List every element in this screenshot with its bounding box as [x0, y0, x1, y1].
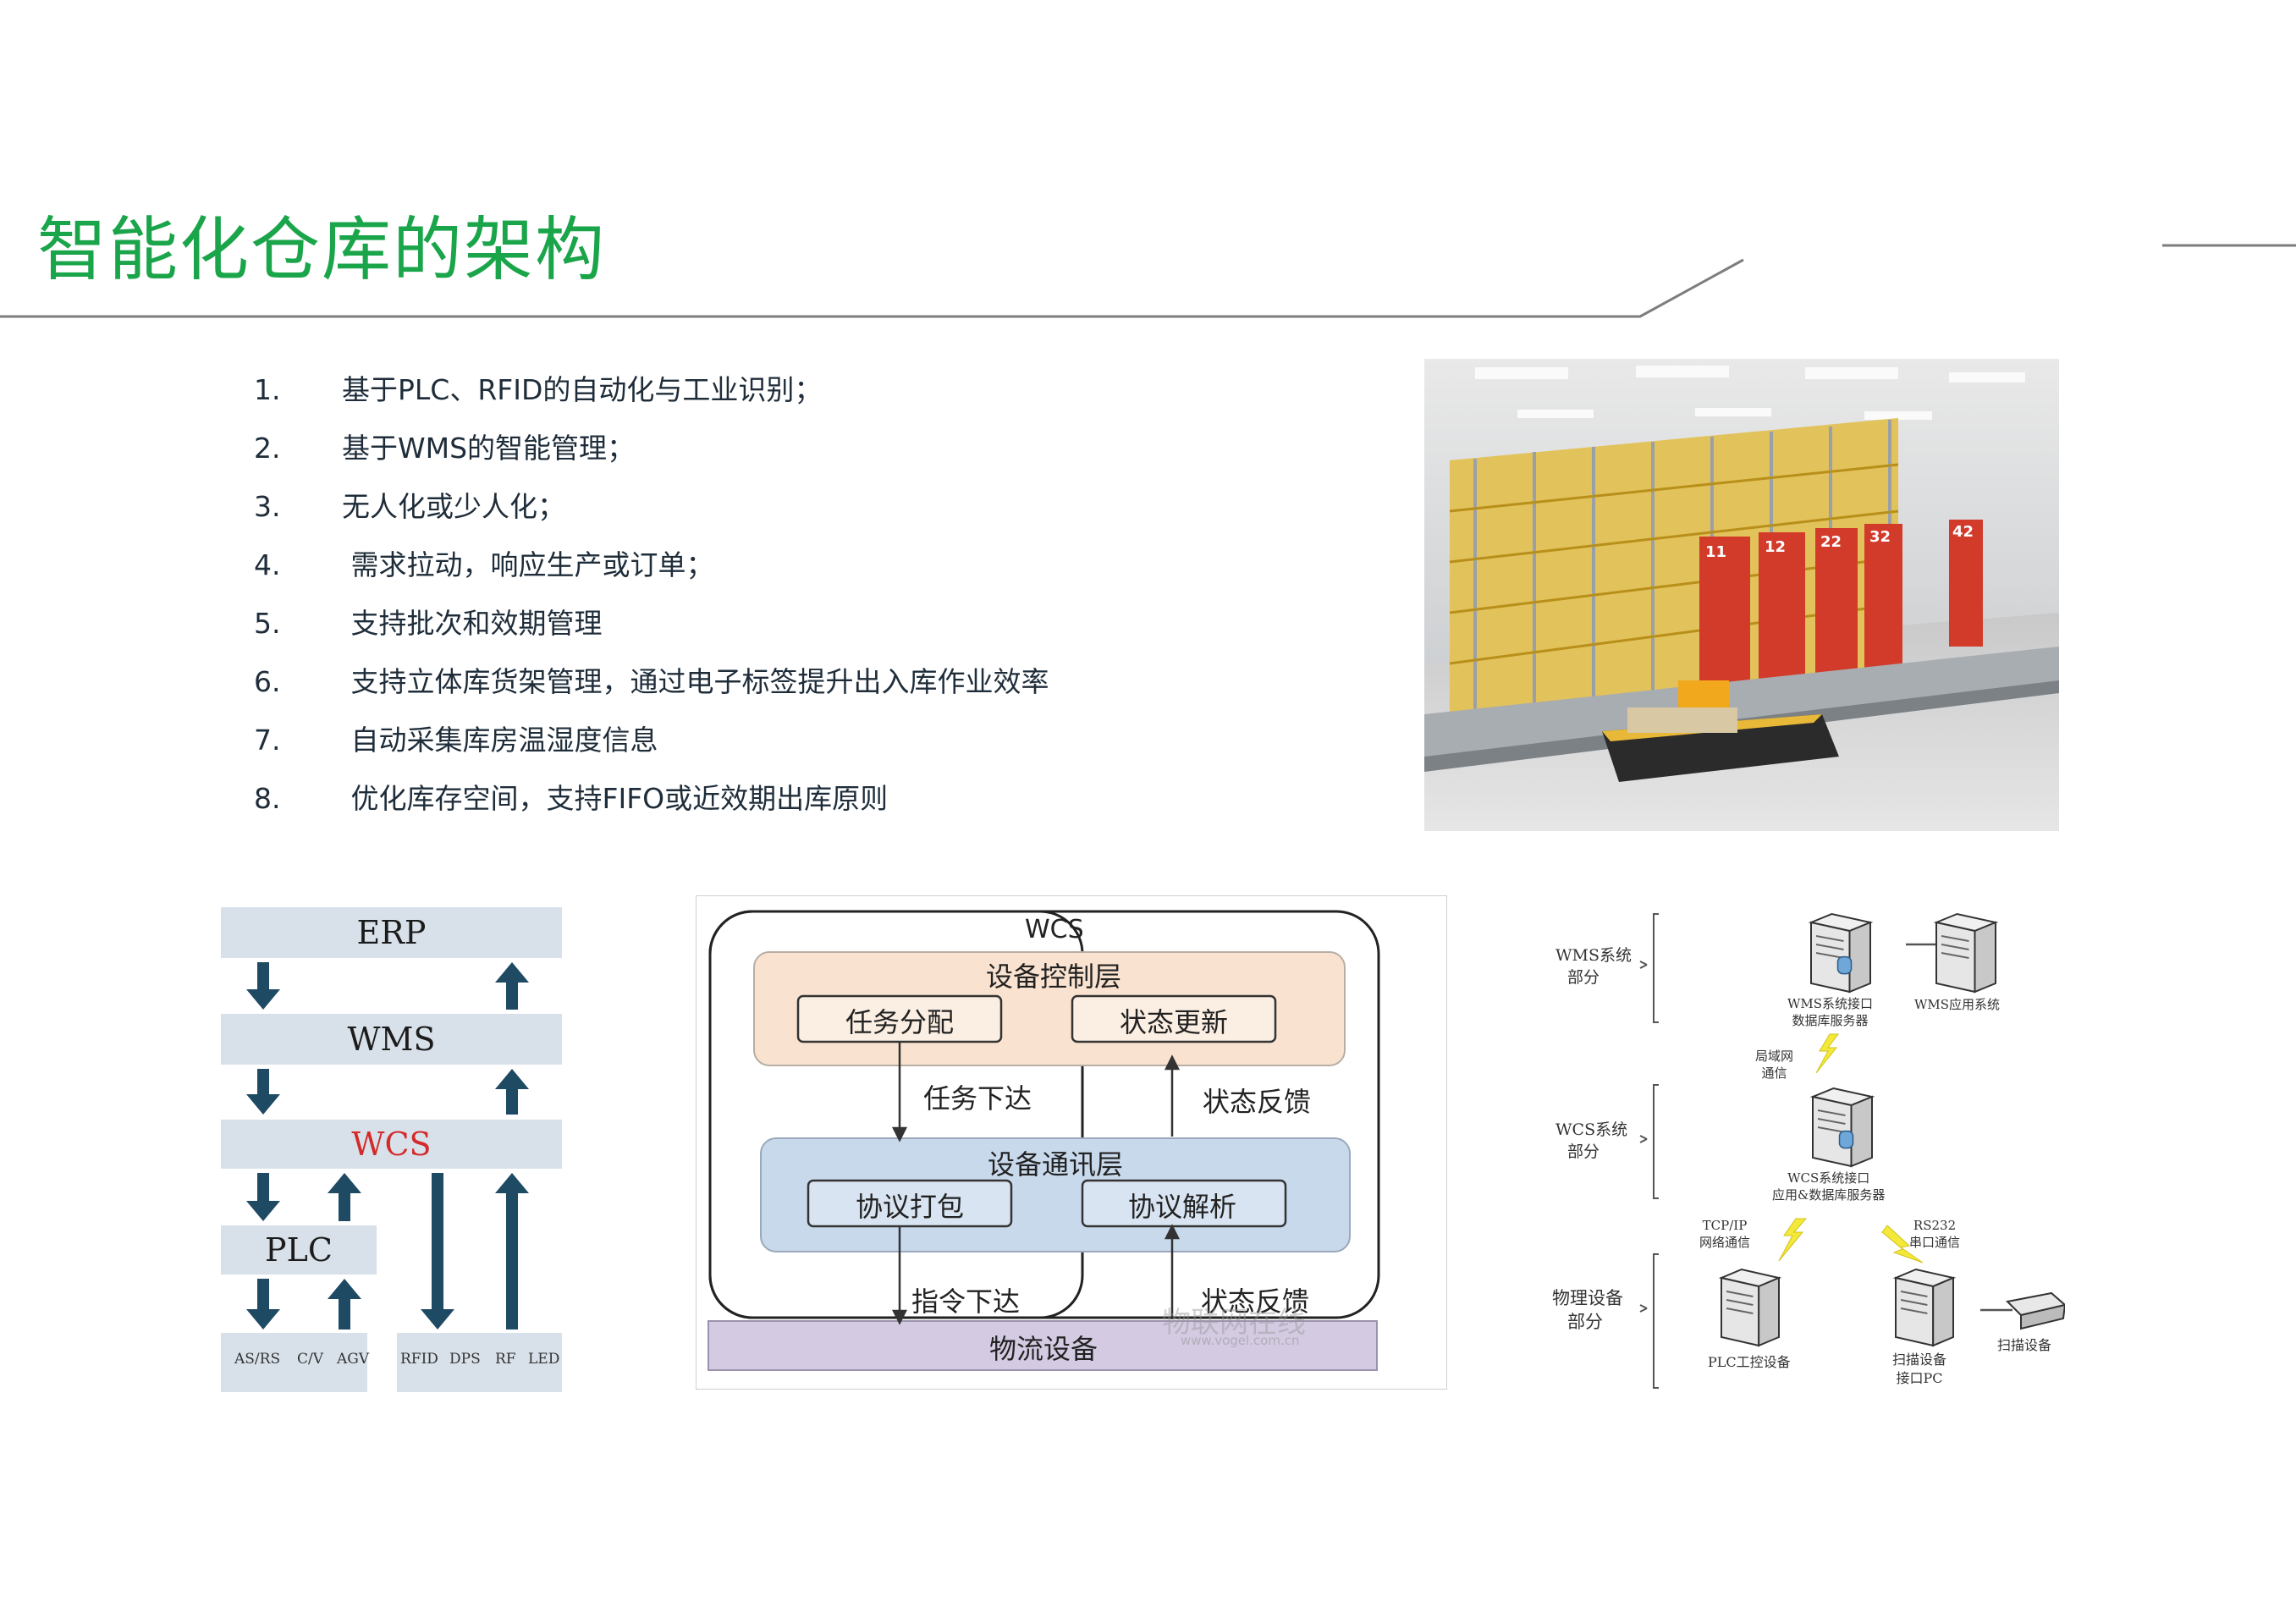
arrow-down-icon	[246, 1069, 280, 1115]
server-icon	[1933, 912, 1999, 994]
rack-label: 12	[1765, 538, 1786, 556]
phys-part-label: 物理设备部分	[1552, 1288, 1623, 1332]
protocol-pack-label: 协议打包	[856, 1191, 965, 1223]
arrow-up-icon	[495, 962, 529, 1010]
comm-layer-label: 设备通讯层	[988, 1148, 1124, 1181]
page-title: 智能化仓库的架构	[37, 210, 607, 290]
list-item: 3.无人化或少人化；	[254, 490, 565, 523]
list-item: 7. 自动采集库房温湿度信息	[254, 724, 658, 757]
rack-label: 11	[1705, 543, 1726, 561]
cmd-issue-label: 指令下达	[911, 1285, 1021, 1318]
database-server-icon	[1808, 912, 1874, 994]
lan-label: 局域网通信	[1755, 1049, 1794, 1081]
wcs-server-label: WCS系统接口应用&数据库服务器	[1772, 1170, 1886, 1203]
arrow-up-icon	[495, 1173, 529, 1329]
leaf-led: LED	[528, 1351, 560, 1368]
list-item: 1.基于PLC、RFID的自动化与工业识别；	[254, 373, 823, 406]
leaf-cv: C/V	[297, 1351, 324, 1368]
watermark: 物联网在线	[1162, 1306, 1306, 1340]
network-architecture-diagram: WMS系统部分 WCS系统部分 物理设备部分 WMS系统接口数据库服务器 WMS…	[1550, 907, 2065, 1393]
database-server-icon	[1809, 1087, 1875, 1168]
list-item: 8. 优化库存空间，支持FIFO或近效期出库原则	[254, 782, 889, 815]
list-item: 2.基于WMS的智能管理；	[254, 432, 636, 465]
wms-part-label: WMS系统部分	[1555, 946, 1632, 987]
task-assign-label: 任务分配	[845, 1006, 955, 1038]
leaf-group-left	[221, 1333, 367, 1392]
list-item: 6. 支持立体库货架管理，通过电子标签提升出入库作业效率	[254, 665, 1049, 698]
leaf-asrs: AS/RS	[234, 1351, 281, 1368]
status-feedback-label: 状态反馈	[1203, 1086, 1312, 1118]
control-layer-label: 设备控制层	[986, 961, 1122, 993]
scanner-label: 扫描设备	[1997, 1337, 2052, 1353]
wms-app-label: WMS应用系统	[1914, 997, 2001, 1012]
leaf-dps: DPS	[449, 1351, 481, 1368]
wms-block: WMS	[221, 1014, 562, 1065]
wcs-label: WCS	[1025, 915, 1084, 944]
architecture-stack-diagram: ERP WMS WCS PLC AS/RS C/V AGV RFID DPS R…	[216, 884, 571, 1392]
logistics-label: 物流设备	[989, 1333, 1098, 1365]
status-update-label: 状态更新	[1120, 1006, 1229, 1038]
rack-label: 42	[1952, 523, 1974, 541]
rack-label: 22	[1820, 533, 1842, 551]
warehouse-photo: 11 12 22 32 42	[1424, 359, 2059, 831]
leaf-rfid: RFID	[400, 1351, 438, 1368]
arrow-down-icon	[246, 962, 280, 1010]
erp-block: ERP	[221, 907, 562, 958]
arrow-down-icon	[421, 1173, 454, 1329]
stack-arrows	[246, 962, 529, 1329]
plc-block: PLC	[221, 1225, 377, 1274]
wcs-layer-diagram: WCS 设备控制层 任务分配 状态更新 任务下达 状态反馈 设备通讯层 协议打包…	[696, 895, 1447, 1390]
arrow-up-icon	[328, 1279, 361, 1329]
arrow-down-icon	[246, 1173, 280, 1221]
rack-label: 32	[1869, 528, 1891, 546]
wcs-part-label: WCS系统部分	[1555, 1120, 1628, 1161]
protocol-parse-label: 协议解析	[1128, 1191, 1237, 1223]
watermark-url: www.vogel.com.cn	[1181, 1333, 1300, 1348]
plc-device-label: PLC工控设备	[1708, 1354, 1791, 1370]
scan-pc-label: 扫描设备接口PC	[1892, 1351, 1947, 1386]
list-item: 4. 需求拉动，响应生产或订单；	[254, 548, 714, 581]
wms-db-server-label: WMS系统接口数据库服务器	[1787, 996, 1874, 1028]
leaf-agv: AGV	[337, 1351, 370, 1368]
leaf-group-right	[397, 1333, 562, 1392]
status-feedback-2-label: 状态反馈	[1201, 1285, 1310, 1318]
arrow-up-icon	[495, 1069, 529, 1115]
title-rule	[0, 244, 2296, 318]
server-icon	[1718, 1268, 1782, 1347]
arrow-up-icon	[328, 1173, 361, 1221]
wcs-block: WCS	[221, 1120, 562, 1169]
task-issue-label: 任务下达	[923, 1082, 1032, 1115]
list-item: 5. 支持批次和效期管理	[254, 607, 603, 640]
leaf-rf: RF	[495, 1351, 516, 1368]
server-icon	[1892, 1268, 1957, 1347]
arrow-down-icon	[246, 1279, 280, 1329]
